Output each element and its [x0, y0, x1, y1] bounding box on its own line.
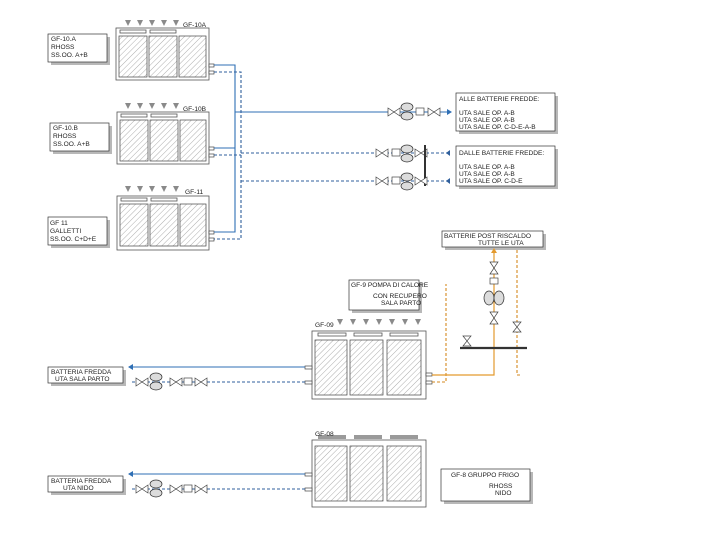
note-line: BATTERIE POST RISCALDO	[444, 233, 531, 240]
pump-icon	[387, 102, 441, 121]
sala-parto-loop	[128, 364, 305, 383]
chiller-unit-gf-11: GF-11	[116, 186, 215, 251]
desc-line: RHOSS	[489, 483, 513, 490]
note-line: UTA SALE OP. C-D-E-A-B	[459, 124, 536, 131]
unit-desc-box-gf-11: GF 11 GALLETTI SS.OO. C+D+E	[47, 216, 110, 248]
desc-line: SS.OO. A+B	[53, 141, 90, 148]
note-nido: BATTERIA FREDDA UTA NIDO	[47, 475, 126, 495]
fan-icon	[337, 319, 421, 325]
unit-desc-box-gf-10a: GF-10.A RHOSS SS.OO. A+B	[47, 33, 110, 65]
desc-line: SS.OO. C+D+E	[50, 236, 97, 243]
desc-line: GF 11	[50, 220, 68, 227]
desc-line: NIDO	[495, 490, 511, 497]
desc-line: GF-10.B	[53, 125, 79, 132]
note-dalle-batterie: DALLE BATTERIE FREDDE: UTA SALE OP. A-B …	[455, 145, 558, 189]
desc-line: RHOSS	[53, 133, 77, 140]
desc-line: GALLETTI	[50, 228, 81, 235]
pump-icon	[135, 372, 208, 391]
unit-tag: GF-09	[315, 322, 334, 329]
note-line: UTA SALE OP. A-B	[459, 171, 515, 178]
pump-icon	[375, 172, 428, 191]
note-post-riscaldo: BATTERIE POST RISCALDO TUTTE LE UTA	[441, 230, 546, 250]
chilled-water-header	[214, 64, 452, 240]
unit-tag: GF-08	[315, 431, 334, 438]
note-line: UTA NIDO	[63, 485, 94, 492]
pump-icon	[375, 144, 428, 186]
pump-icon	[135, 479, 208, 498]
fan-icon	[125, 186, 179, 192]
note-alle-batterie: ALLE BATTERIE FREDDE: UTA SALE OP. A-B U…	[455, 92, 558, 134]
note-line: UTA SALE OP. A-B	[459, 164, 515, 171]
pump-icon	[483, 261, 505, 325]
unit-tag: GF-10A	[183, 22, 207, 29]
desc-line: SALA PARTO	[381, 300, 421, 307]
desc-line: SS.OO. A+B	[51, 52, 88, 59]
fan-icon	[318, 435, 418, 439]
unit-desc-box-gf-10b: GF-10.B RHOSS SS.OO. A+B	[49, 122, 112, 154]
note-line: BATTERIA FREDDA	[51, 478, 112, 485]
chiller-unit-gf-09: GF-09	[304, 319, 433, 400]
desc-line: CON RECUPERO	[373, 293, 427, 300]
unit-desc-box-gf-08: GF-8 GRUPPO FRIGO RHOSS NIDO	[440, 468, 533, 504]
nido-loop	[128, 471, 305, 490]
note-line: UTA SALE OP. A-B	[459, 110, 515, 117]
note-line: UTA SALE OP. C-D-E	[459, 178, 523, 185]
fan-icon	[125, 20, 179, 26]
unit-tag: GF-11	[185, 189, 204, 196]
chiller-unit-gf-10a: GF-10A	[115, 20, 215, 81]
note-line: TUTTE LE UTA	[478, 240, 524, 247]
note-line: UTA SALE OP. A-B	[459, 117, 515, 124]
note-line: ALLE BATTERIE FREDDE:	[459, 96, 540, 103]
desc-line: RHOSS	[51, 44, 75, 51]
note-line: BATTERIA FREDDA	[51, 369, 112, 376]
chiller-unit-gf-10b: GF-10B	[116, 103, 215, 165]
unit-tag: GF-10B	[183, 106, 207, 113]
valve-icon	[462, 321, 522, 347]
desc-line: GF-9 POMPA DI CALORE	[351, 282, 429, 289]
fan-icon	[125, 103, 179, 109]
chiller-unit-gf-08: GF-08	[304, 431, 427, 508]
unit-desc-box-gf-09: GF-9 POMPA DI CALORE CON RECUPERO SALA P…	[348, 279, 429, 313]
note-line: UTA SALA PARTO	[55, 376, 109, 383]
note-line: DALLE BATTERIE FREDDE:	[459, 150, 544, 157]
hot-water-lines	[432, 248, 527, 383]
desc-line: GF-8 GRUPPO FRIGO	[451, 472, 519, 479]
note-sala-parto: BATTERIA FREDDA UTA SALA PARTO	[47, 366, 126, 386]
desc-line: GF-10.A	[51, 36, 77, 43]
